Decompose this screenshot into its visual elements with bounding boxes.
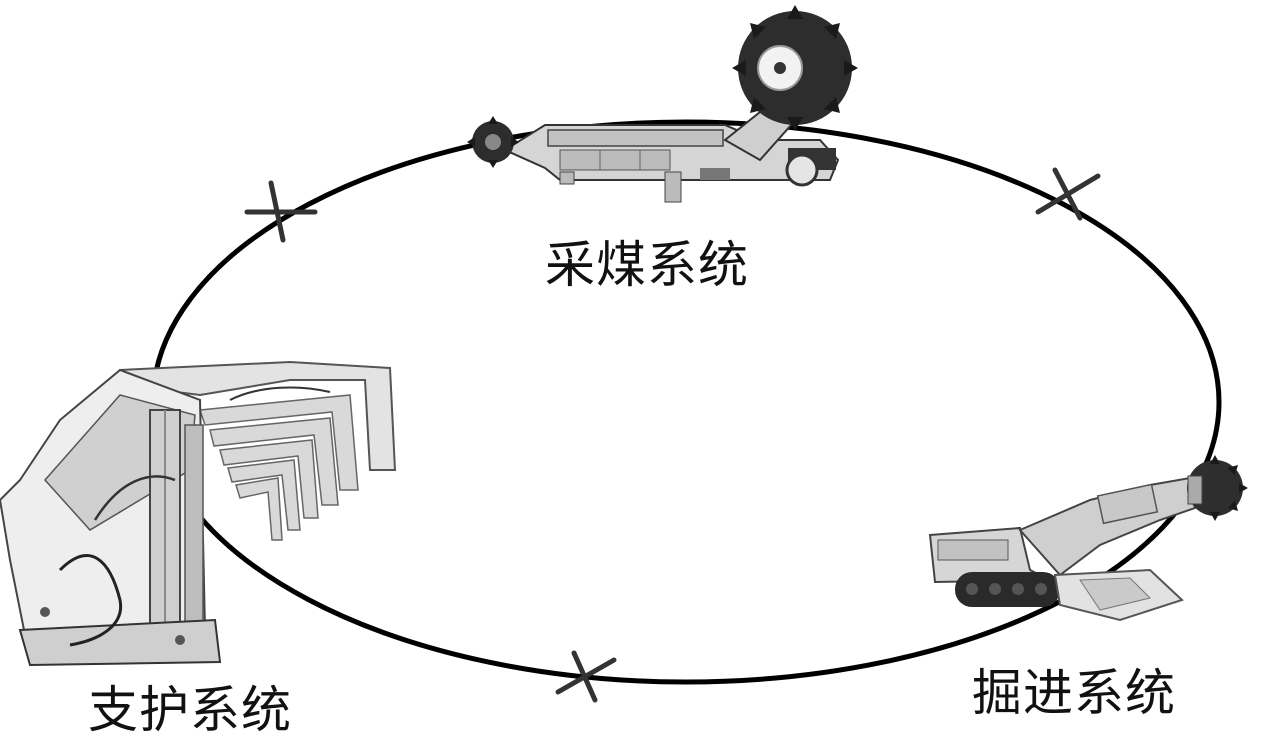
break-mark-tunneling-support [555, 650, 617, 703]
break-mark-support-mining [244, 180, 318, 243]
hydraulic-support-icon [0, 360, 397, 667]
support-system-label: 支护系统 [88, 681, 292, 739]
tunneling-system-label: 掘进系统 [972, 664, 1176, 722]
break-mark-mining-tunneling [1035, 167, 1101, 221]
mining-system-label: 采煤系统 [545, 236, 749, 294]
shearer-machine-icon [467, 5, 858, 203]
roadheader-machine-icon [928, 455, 1248, 622]
